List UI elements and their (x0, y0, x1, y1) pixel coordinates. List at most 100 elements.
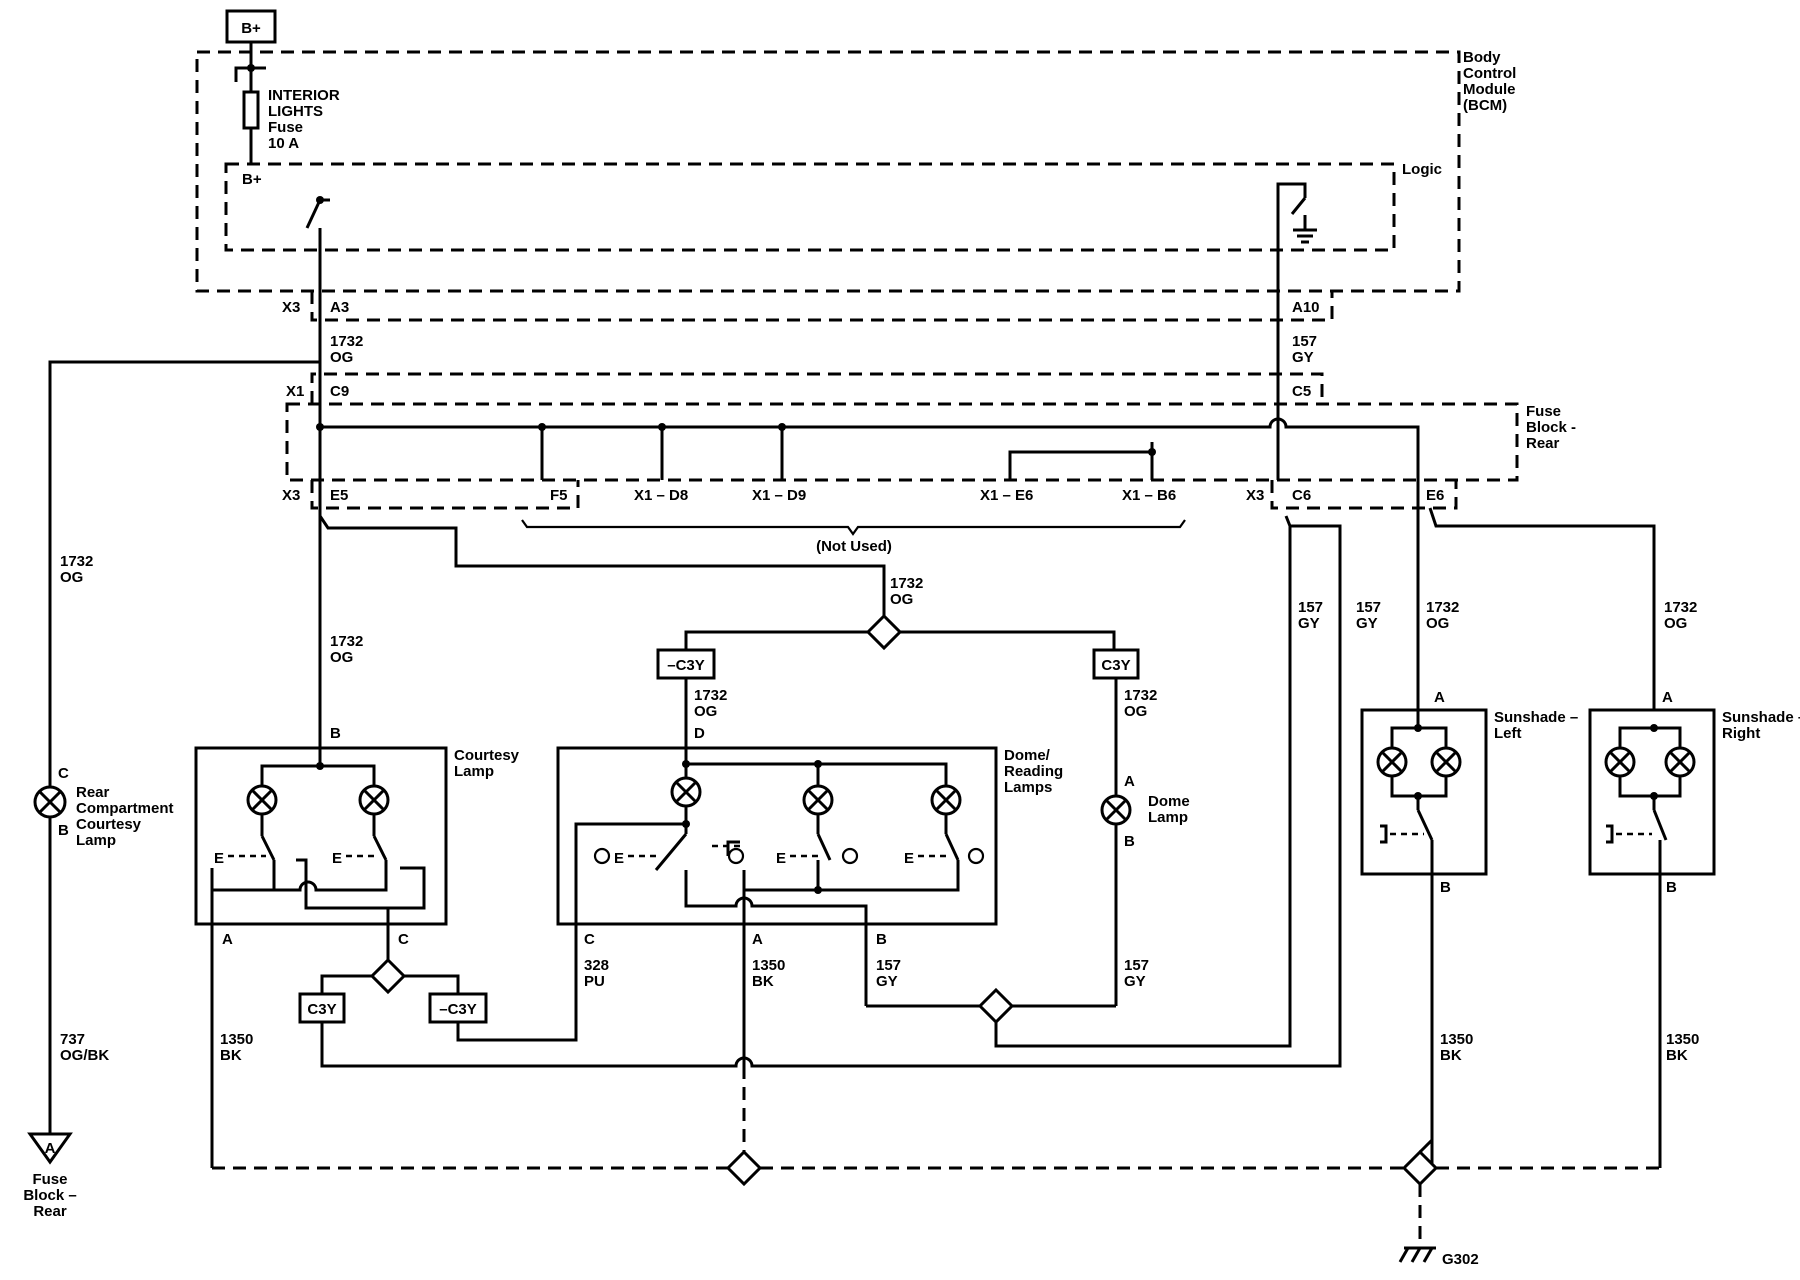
bcm-logic-section (224, 162, 1396, 252)
svg-text:G302: G302 (1442, 1251, 1479, 1268)
fuse-block-bus (316, 228, 1420, 524)
feed-to-dome-splice (318, 515, 886, 628)
sunshade-left-housing (1360, 708, 1488, 876)
svg-text:157: 157 (1124, 957, 1149, 974)
conn-f5: F5 (550, 487, 568, 504)
fuse-name-1: INTERIOR (268, 87, 340, 104)
svg-text:157: 157 (876, 957, 901, 974)
svg-text:–C3Y: –C3Y (439, 1001, 477, 1018)
fuse-block-terminal: A (27, 1132, 73, 1165)
fuse-block-label: Fuse Block - Rear (1526, 403, 1576, 452)
svg-text:Left: Left (1494, 725, 1522, 742)
ground-bus (210, 1060, 1660, 1244)
svg-text:1732: 1732 (1124, 687, 1157, 704)
svg-text:PU: PU (584, 973, 605, 990)
conn-x1-d9: X1 – D9 (752, 487, 806, 504)
svg-text:B: B (876, 931, 887, 948)
conn-e5: E5 (330, 487, 348, 504)
bcm-switch-left (305, 196, 330, 229)
fuse-name-2: LIGHTS (268, 103, 323, 120)
svg-text:Body: Body (1463, 49, 1501, 66)
svg-text:1350: 1350 (1666, 1031, 1699, 1048)
conn-e6: E6 (1426, 487, 1444, 504)
fuse-block-rear (285, 402, 1519, 482)
svg-text:OG: OG (1664, 615, 1687, 632)
svg-text:B: B (330, 725, 341, 742)
svg-text:Sunshade –: Sunshade – (1722, 709, 1800, 726)
svg-text:1732: 1732 (890, 575, 923, 592)
courtesy-bulb-right (358, 784, 390, 816)
svg-text:E: E (904, 850, 914, 867)
ground-g302: G302 (1398, 1246, 1479, 1268)
fuse-name-3: Fuse (268, 119, 303, 136)
svg-text:1350: 1350 (220, 1031, 253, 1048)
connector-x1-c9 (310, 372, 1324, 404)
svg-text:GY: GY (1124, 973, 1146, 990)
svg-text:E: E (214, 850, 224, 867)
svg-text:737: 737 (60, 1031, 85, 1048)
wire-og-a: OG (330, 349, 353, 366)
connector-x3-a3 (310, 291, 1334, 322)
svg-text:A: A (45, 1140, 56, 1157)
svg-text:Control: Control (1463, 65, 1516, 82)
svg-text:BK: BK (752, 973, 774, 990)
svg-text:Dome: Dome (1148, 793, 1190, 810)
svg-text:C3Y: C3Y (1101, 657, 1130, 674)
svg-text:OG/BK: OG/BK (60, 1047, 109, 1064)
wire-157-a: 157 (1292, 333, 1317, 350)
connector-x3-e5 (310, 480, 580, 510)
svg-text:OG: OG (330, 649, 353, 666)
rear-compartment-lamp (33, 785, 67, 819)
splice-top (865, 613, 903, 651)
reading-bulb-3 (930, 784, 962, 816)
svg-text:Courtesy: Courtesy (76, 816, 142, 833)
svg-text:B: B (58, 822, 69, 839)
bcm-low-side-switch (1276, 182, 1317, 360)
svg-text:GY: GY (876, 973, 898, 990)
sunshade-left-label: Sunshade – Left (1494, 709, 1578, 742)
conn-x1-b6: X1 – B6 (1122, 487, 1176, 504)
conn-x1-e6: X1 – E6 (980, 487, 1033, 504)
sunshade-left-internals (1376, 724, 1462, 874)
conn-c5: C5 (1292, 383, 1311, 400)
sunshade-right-label: Sunshade – Right (1722, 709, 1800, 742)
svg-text:BK: BK (220, 1047, 242, 1064)
conn-x3-a: X3 (282, 299, 300, 316)
svg-text:Rear: Rear (76, 784, 110, 801)
courtesy-bulb-left (246, 784, 278, 816)
wire-1732-a: 1732 (330, 333, 363, 350)
svg-text:BK: BK (1666, 1047, 1688, 1064)
b-plus-source: B+ (225, 9, 277, 52)
logic-label: Logic (1402, 161, 1442, 178)
rear-compartment-circuit: 1732 OG C B Rear Compartment Courtesy La… (23, 360, 320, 1220)
svg-text:157: 157 (1298, 599, 1323, 616)
svg-text:GY: GY (1356, 615, 1378, 632)
svg-text:C: C (398, 931, 409, 948)
svg-text:157: 157 (1356, 599, 1381, 616)
svg-text:328: 328 (584, 957, 609, 974)
svg-text:Module: Module (1463, 81, 1516, 98)
not-used-label: (Not Used) (816, 538, 892, 555)
svg-text:Right: Right (1722, 725, 1760, 742)
svg-text:C: C (584, 931, 595, 948)
svg-text:Fuse: Fuse (1526, 403, 1561, 420)
not-used-bracket (521, 519, 1186, 536)
courtesy-lamp-housing (194, 746, 448, 926)
svg-text:1350: 1350 (752, 957, 785, 974)
conn-x3-b: X3 (282, 487, 300, 504)
svg-text:1732: 1732 (1426, 599, 1459, 616)
conn-c9: C9 (330, 383, 349, 400)
conn-x1-d8: X1 – D8 (634, 487, 688, 504)
svg-text:(BCM): (BCM) (1463, 97, 1507, 114)
dome-lamp: A B Dome Lamp (1100, 773, 1190, 850)
svg-text:1732: 1732 (330, 633, 363, 650)
svg-text:Lamp: Lamp (76, 832, 116, 849)
svg-text:Fuse: Fuse (32, 1171, 67, 1188)
svg-text:1732: 1732 (694, 687, 727, 704)
b-plus-label: B+ (241, 20, 261, 37)
svg-text:B: B (1666, 879, 1677, 896)
splice-gy (977, 987, 1015, 1025)
svg-text:1732: 1732 (60, 553, 93, 570)
svg-text:OG: OG (60, 569, 83, 586)
